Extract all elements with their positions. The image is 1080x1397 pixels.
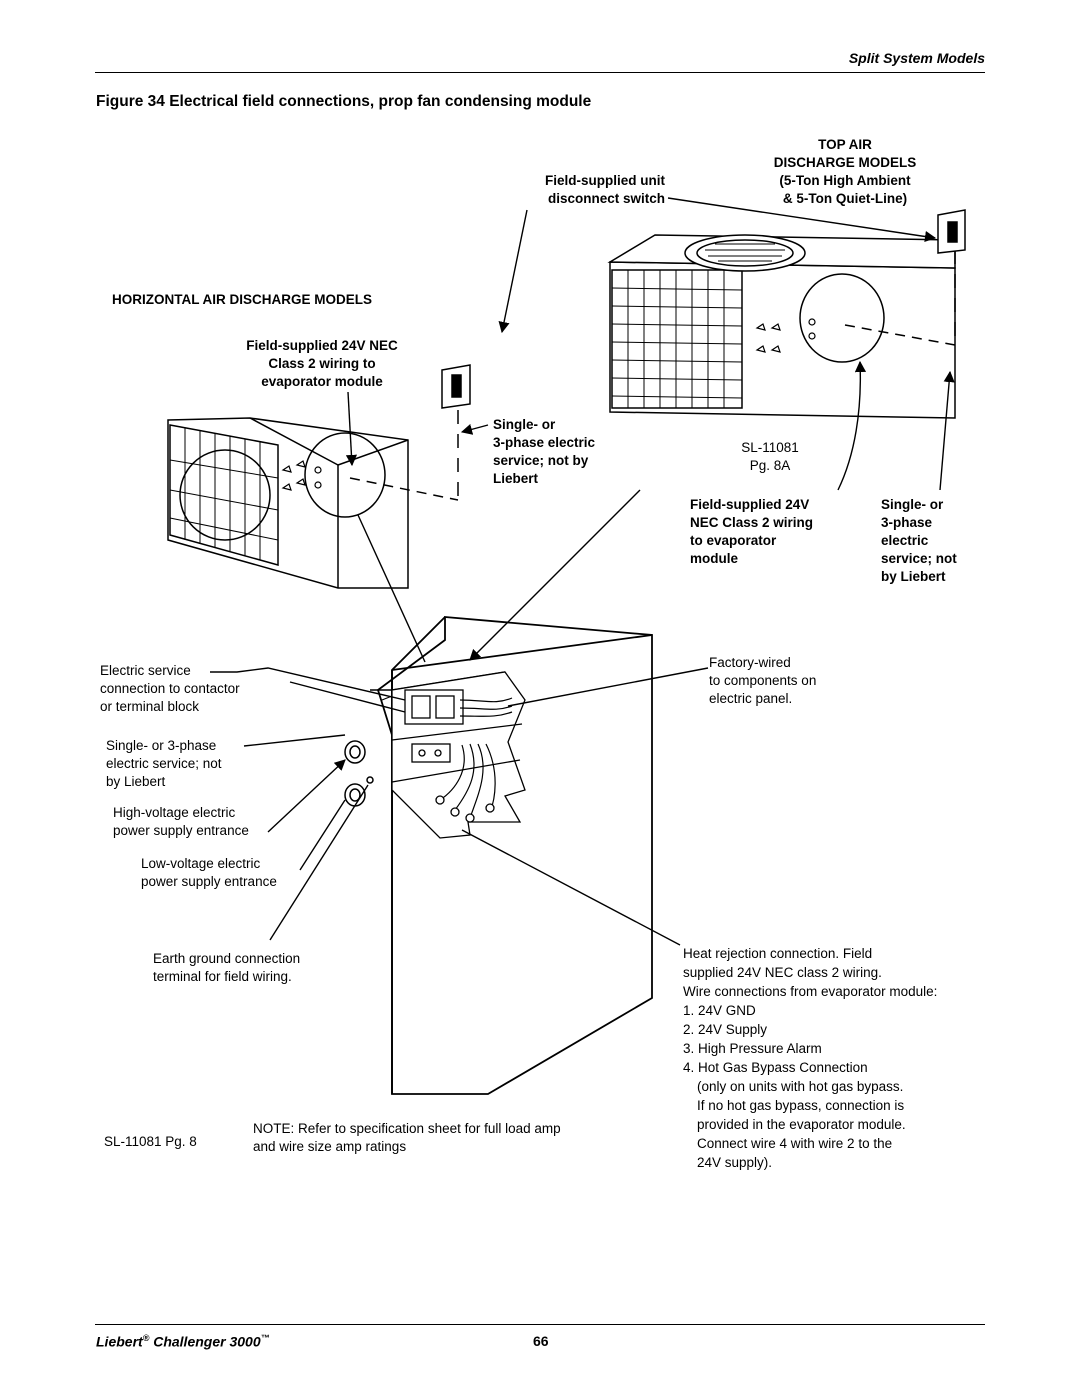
horizontal-models-label: HORIZONTAL AIR DISCHARGE MODELS xyxy=(112,292,373,307)
disconnect-switch-middle xyxy=(441,364,471,409)
earth-ground-line: terminal for field wiring. xyxy=(153,969,292,984)
heat-rejection-line: If no hot gas bypass, connection is xyxy=(697,1098,905,1113)
heat-rejection-line: 24V supply). xyxy=(697,1155,773,1170)
heat-rejection-line: 3. High Pressure Alarm xyxy=(683,1041,822,1056)
low-voltage-line: power supply entrance xyxy=(141,874,277,889)
electric-service-line: or terminal block xyxy=(100,699,200,714)
earth-ground-label: Earth ground connection terminal for fie… xyxy=(153,950,300,986)
nec-left-line: Field-supplied 24V NEC xyxy=(246,338,398,353)
earth-ground-line: Earth ground connection xyxy=(153,951,301,966)
heat-rejection-line: Connect wire 4 with wire 2 to the xyxy=(697,1136,893,1151)
footer-reg-mark: ® xyxy=(142,1333,150,1343)
nec-right-line: Field-supplied 24V xyxy=(690,497,810,512)
electric-panel-cutaway xyxy=(391,671,526,839)
factory-wired-line: electric panel. xyxy=(709,691,793,706)
disconnect-line: Field-supplied unit xyxy=(545,173,665,188)
top-air-label: TOP AIR DISCHARGE MODELS (5-Ton High Amb… xyxy=(745,136,945,208)
nec-right-line: NEC Class 2 wiring xyxy=(690,515,814,530)
sl-ref-bottom: SL-11081 Pg. 8 xyxy=(104,1134,197,1149)
sl-ref-top: SL-11081 Pg. 8A xyxy=(735,439,805,475)
footer-product: Liebert® Challenger 3000™ xyxy=(96,1333,270,1350)
electric-service-line: Electric service xyxy=(100,663,191,678)
heat-rejection-label: Heat rejection connection. Field supplie… xyxy=(683,944,937,1172)
nec-right-line: module xyxy=(690,551,739,566)
factory-wired-line: Factory-wired xyxy=(709,655,791,670)
factory-wired-line: to components on xyxy=(709,673,817,688)
disconnect-switch-top xyxy=(937,209,966,254)
footer-product-name: Challenger 3000 xyxy=(149,1333,261,1350)
heat-rejection-line: (only on units with hot gas bypass. xyxy=(697,1079,904,1094)
heat-rejection-line: 2. 24V Supply xyxy=(683,1022,768,1037)
service-right-line: service; not xyxy=(881,551,957,566)
top-air-line: (5-Ton High Ambient xyxy=(779,173,911,188)
footer-tm-mark: ™ xyxy=(260,1333,270,1343)
nec-evap-left-label: Field-supplied 24V NEC Class 2 wiring to… xyxy=(228,337,416,391)
single-phase-line: Single- or 3-phase xyxy=(106,738,217,753)
high-voltage-line: High-voltage electric xyxy=(113,805,236,820)
note-line: and wire size amp ratings xyxy=(253,1139,407,1154)
service-center-line: 3-phase electric xyxy=(493,435,596,450)
top-air-line: DISCHARGE MODELS xyxy=(773,155,917,170)
service-right-line: 3-phase xyxy=(881,515,933,530)
nec-left-line: Class 2 wiring to xyxy=(268,356,376,371)
footer-rule xyxy=(95,1324,985,1325)
single-phase-line: electric service; not xyxy=(106,756,222,771)
single-phase-line: by Liebert xyxy=(106,774,166,789)
power-entrances xyxy=(344,740,374,807)
top-air-line: & 5-Ton Quiet-Line) xyxy=(782,191,908,206)
disconnect-line: disconnect switch xyxy=(547,191,665,206)
factory-wired-label: Factory-wired to components on electric … xyxy=(709,654,816,708)
electric-service-line: connection to contactor xyxy=(100,681,240,696)
nec-evap-right-label: Field-supplied 24V NEC Class 2 wiring to… xyxy=(690,496,813,568)
electric-service-label: Electric service connection to contactor… xyxy=(100,662,240,716)
high-voltage-label: High-voltage electric power supply entra… xyxy=(113,804,249,840)
sl-ref-line: Pg. 8A xyxy=(749,458,791,473)
low-voltage-label: Low-voltage electric power supply entran… xyxy=(141,855,277,891)
service-right-label: Single- or 3-phase electric service; not… xyxy=(881,496,957,586)
service-right-line: Single- or xyxy=(881,497,944,512)
heat-rejection-line: 1. 24V GND xyxy=(683,1003,756,1018)
nec-right-line: to evaporator xyxy=(690,533,777,548)
service-right-line: electric xyxy=(881,533,929,548)
heat-rejection-line: 4. Hot Gas Bypass Connection xyxy=(683,1060,868,1075)
figure-title: Figure 34 Electrical field connections, … xyxy=(96,93,592,110)
heat-rejection-line: provided in the evaporator module. xyxy=(697,1117,906,1132)
low-voltage-line: Low-voltage electric xyxy=(141,856,261,871)
header-rule xyxy=(95,72,985,73)
footer-brand: Liebert xyxy=(96,1333,143,1350)
page-number: 66 xyxy=(533,1333,549,1349)
single-phase-label: Single- or 3-phase electric service; not… xyxy=(106,737,222,791)
top-air-line: TOP AIR xyxy=(818,137,872,152)
top-air-unit xyxy=(607,234,956,419)
sl-ref-line: SL-11081 xyxy=(741,440,799,455)
service-center-line: service; not by xyxy=(493,453,589,468)
heat-rejection-line: Wire connections from evaporator module: xyxy=(683,984,938,999)
disconnect-label: Field-supplied unit disconnect switch xyxy=(505,172,665,208)
heat-rejection-line: supplied 24V NEC class 2 wiring. xyxy=(683,965,882,980)
note-line: NOTE: Refer to specification sheet for f… xyxy=(253,1121,561,1136)
heat-rejection-line: Heat rejection connection. Field xyxy=(683,946,873,961)
service-right-line: by Liebert xyxy=(881,569,946,584)
service-center-line: Single- or xyxy=(493,417,556,432)
service-center-line: Liebert xyxy=(493,471,539,486)
nec-left-line: evaporator module xyxy=(261,374,383,389)
high-voltage-line: power supply entrance xyxy=(113,823,249,838)
horizontal-unit xyxy=(167,410,459,589)
service-center-label: Single- or 3-phase electric service; not… xyxy=(493,416,595,488)
running-header: Split System Models xyxy=(848,50,985,66)
note: NOTE: Refer to specification sheet for f… xyxy=(253,1120,561,1156)
